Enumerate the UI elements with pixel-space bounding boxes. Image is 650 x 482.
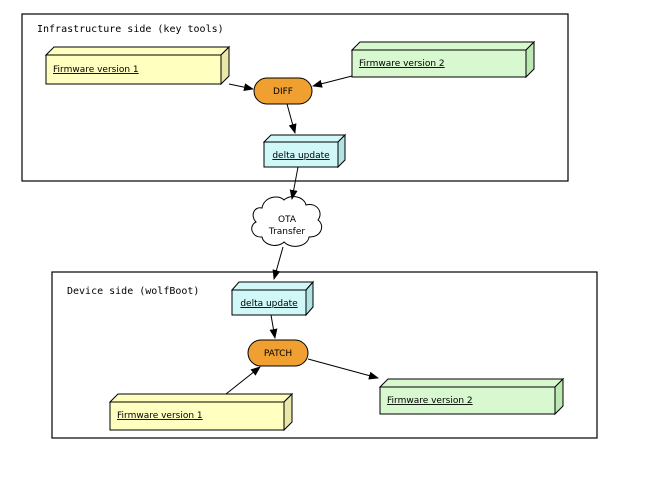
infra-firmware-v1-box: Firmware version 1 (44, 45, 231, 86)
arrow-fw1-to-patch (225, 366, 261, 395)
infra-firmware-v2-box: Firmware version 2 (350, 40, 536, 79)
device-firmware-v2-label: Firmware version 2 (387, 396, 473, 406)
device-firmware-v1-box: Firmware version 1 (108, 392, 294, 432)
arrow-device-delta-to-patch (269, 314, 278, 339)
infrastructure-region-label: Infrastructure side (key tools) (37, 24, 224, 35)
arrow-fw1-to-diff (228, 83, 254, 92)
arrow-diff-to-delta (286, 103, 297, 134)
arrow-delta-to-ota (289, 166, 299, 200)
patch-process: PATCH (247, 339, 309, 367)
device-region (51, 271, 598, 439)
infra-delta-update-box: delta update (262, 133, 347, 169)
arrow-ota-to-device-delta (272, 246, 284, 280)
device-delta-update-box: delta update (230, 280, 315, 317)
ota-label-line2: Transfer (268, 227, 305, 237)
ota-label-line1: OTA (278, 215, 297, 225)
ota-transfer-cloud: OTA Transfer (251, 196, 323, 247)
arrow-patch-to-fw2 (307, 358, 379, 380)
infra-delta-update-label: delta update (272, 151, 330, 161)
infra-firmware-v2-label: Firmware version 2 (359, 59, 445, 69)
device-firmware-v1-label: Firmware version 1 (117, 411, 203, 421)
diff-label: DIFF (273, 87, 293, 97)
patch-label: PATCH (264, 349, 292, 359)
device-firmware-v2-box: Firmware version 2 (378, 377, 565, 416)
device-region-label: Device side (wolfBoot) (67, 286, 199, 297)
infra-firmware-v1-label: Firmware version 1 (53, 65, 139, 75)
arrow-fw2-to-diff (312, 75, 353, 88)
device-delta-update-label: delta update (240, 299, 298, 309)
diff-process: DIFF (253, 77, 313, 105)
